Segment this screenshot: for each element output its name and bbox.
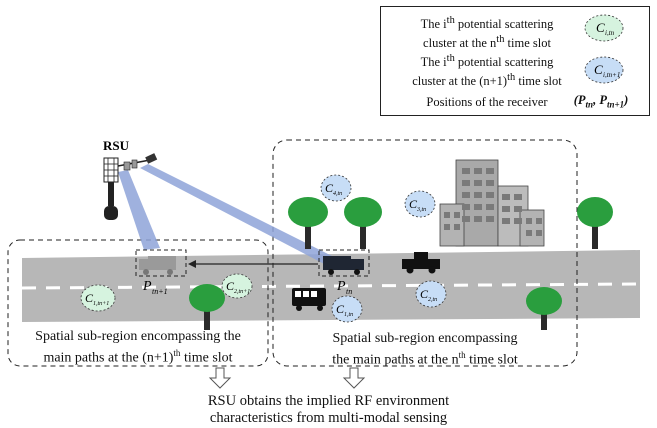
- legend-text: ): [624, 93, 629, 107]
- tree-icon: [288, 197, 328, 249]
- truck-icon-next-position: [135, 249, 187, 277]
- legend-cluster-sub: i,tn: [605, 29, 615, 37]
- cluster-sub: 1,tn+1: [93, 301, 109, 307]
- legend-sub: tn: [585, 99, 594, 110]
- legend-text: (P: [573, 93, 586, 107]
- legend-text: , P: [593, 93, 607, 107]
- tree-icon: [577, 197, 613, 249]
- region-current-caption: Spatial sub-region encompassing the main…: [276, 330, 574, 369]
- position-sub: tn: [346, 287, 352, 296]
- position-label-current: P tn: [336, 279, 352, 296]
- legend-sup: th: [496, 34, 505, 46]
- down-arrow-icon: [342, 367, 366, 389]
- tree-icon: [344, 197, 382, 249]
- cluster-label: C: [409, 197, 418, 211]
- cluster-label: C: [226, 279, 235, 293]
- bus-icon: [292, 288, 326, 311]
- pickup-truck-icon: [402, 252, 440, 274]
- caption-text: Spatial sub-region encompassing: [332, 331, 518, 346]
- legend-cluster-label: C: [594, 62, 603, 77]
- cluster-sub: 3,tn: [416, 207, 426, 213]
- caption-sup: th: [173, 348, 181, 358]
- road-lane-marking: [21, 282, 641, 290]
- legend-text: The i: [420, 55, 447, 70]
- cluster-sub: 1,tn: [344, 312, 353, 318]
- legend-text: potential scattering: [454, 17, 554, 32]
- cluster-c2-next: C 2,tn+1: [221, 273, 253, 299]
- position-sub: tn+1: [152, 287, 168, 296]
- rsu-label: RSU: [103, 138, 130, 153]
- conclusion-line-1: RSU obtains the implied RF environment: [207, 393, 450, 409]
- movement-arrow: [188, 260, 318, 268]
- legend-receiver-positions: (Ptn, Ptn+1): [553, 93, 649, 113]
- position-label: P: [336, 279, 346, 294]
- legend-sup: th: [446, 15, 455, 26]
- region-current-time-slot: [272, 139, 578, 367]
- building-icon: [439, 159, 545, 247]
- cluster-sub: 2,tn: [428, 297, 437, 303]
- legend-item-receiver-text: Positions of the receiver: [426, 95, 548, 109]
- cluster-c4-current: C 4,tn: [320, 174, 352, 202]
- caption-text: time slot: [465, 352, 518, 368]
- position-label: P: [142, 279, 152, 294]
- legend-text: potential scattering: [454, 55, 554, 70]
- conclusion-line-2: characteristics from multi-modal sensing: [209, 410, 448, 426]
- legend-cluster-label: C: [596, 20, 605, 35]
- truck-icon-current-position: [318, 249, 370, 277]
- rsu-beam-to-current-position: [140, 164, 336, 266]
- legend-cluster-icon-current: C i,tn: [584, 14, 624, 42]
- legend-cluster-sub: i,tn+1: [603, 71, 620, 79]
- legend-sup: th: [507, 72, 516, 84]
- caption-sup: th: [458, 350, 466, 360]
- down-arrow-icon: [208, 367, 232, 389]
- region-next-caption: Spatial sub-region encompassing the main…: [10, 328, 266, 367]
- tree-icon: [189, 284, 225, 330]
- cluster-label: C: [325, 181, 334, 195]
- cluster-c1-next: C 1,tn+1: [80, 284, 116, 312]
- road: [22, 250, 640, 322]
- tree-icon: [526, 287, 562, 330]
- legend-sup: th: [446, 53, 455, 64]
- rsu-beam-to-next-position: [118, 170, 160, 250]
- cluster-c1-current: C 1,tn: [331, 295, 363, 323]
- legend-text: The i: [420, 17, 447, 32]
- cluster-c3-current: C 3,tn: [404, 190, 436, 218]
- cluster-label: C: [420, 287, 429, 301]
- caption-text: Spatial sub-region encompassing the: [35, 329, 241, 344]
- legend-text: cluster at the n: [423, 36, 497, 51]
- cluster-sub: 4,tn: [333, 190, 342, 197]
- legend-sub: tn+1: [606, 99, 625, 110]
- region-next-time-slot: [7, 239, 269, 367]
- legend-text: time slot: [504, 36, 551, 51]
- position-label-next: P tn+1: [142, 279, 168, 296]
- caption-text: main paths at the (n+1): [43, 350, 174, 366]
- legend-text: time slot: [515, 74, 562, 89]
- legend-cluster-icon-next: C i,tn+1: [584, 56, 624, 84]
- cluster-sub: 2,tn+1: [234, 289, 250, 295]
- caption-text: time slot: [180, 350, 233, 366]
- rsu-icon: [103, 153, 158, 220]
- cluster-c2-current: C 2,tn: [415, 280, 447, 308]
- caption-text: the main paths at the n: [332, 352, 459, 368]
- legend-item-current-cluster-text: The ith potential scattering cluster at …: [387, 13, 587, 51]
- legend-text: cluster at the (n+1): [412, 74, 508, 89]
- cluster-label: C: [85, 291, 94, 305]
- cluster-label: C: [336, 302, 345, 316]
- legend-item-next-cluster-text: The ith potential scattering cluster at …: [387, 51, 587, 89]
